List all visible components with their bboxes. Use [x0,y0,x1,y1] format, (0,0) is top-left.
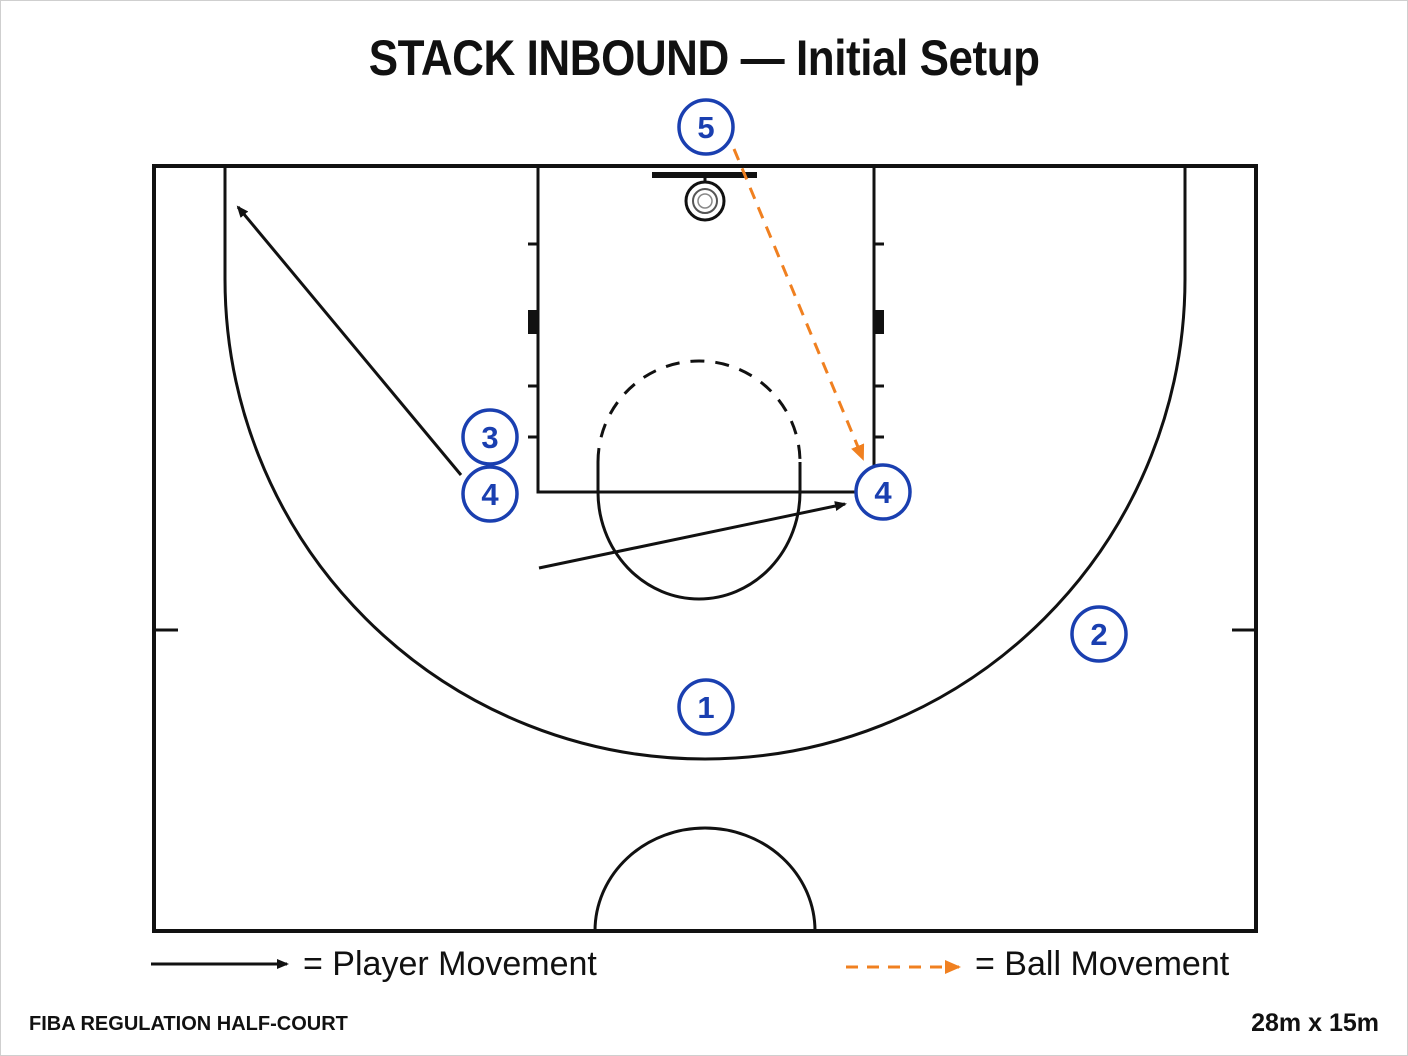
player-5[interactable]: 5 [677,98,735,156]
player-2-label: 2 [1090,617,1107,652]
player-4-start[interactable]: 4 [461,465,519,523]
lane-marks-left [528,242,538,439]
lane-block-right [874,310,884,334]
player-1[interactable]: 1 [677,678,735,736]
free-throw-circle-solid [596,462,802,601]
footer-court-size: 28m x 15m [1251,1009,1379,1037]
basket-icon [684,180,726,222]
player-4-start-label: 4 [481,477,499,512]
ball-movement-pass-5-to-4 [732,148,865,461]
player-3-label: 3 [481,420,498,455]
diagram-title-text: STACK INBOUND — Initial Setup [368,30,1040,86]
three-point-line [223,166,1187,761]
player-5-label: 5 [697,110,714,145]
player-4-elbow[interactable]: 4 [854,463,912,521]
player-2[interactable]: 2 [1070,605,1128,663]
player-movement-arrow-4-to-corner [236,205,463,476]
player-1-label: 1 [697,690,714,725]
lane-marks-right [874,242,884,439]
footer-court-type: FIBA REGULATION HALF-COURT [29,1013,348,1035]
free-throw-circle-dashed [596,359,802,463]
diagram-title: STACK INBOUND — Initial Setup [1,29,1407,87]
player-movement-arrow-to-elbow [538,501,847,570]
player-4-elbow-label: 4 [874,475,892,510]
legend-player-movement-label: = Player Movement [303,945,597,983]
center-circle [593,826,817,932]
lane-block-left [528,310,538,334]
court-boundary [152,164,1258,933]
legend-ball-movement-label: = Ball Movement [975,945,1230,983]
player-3[interactable]: 3 [461,408,519,466]
